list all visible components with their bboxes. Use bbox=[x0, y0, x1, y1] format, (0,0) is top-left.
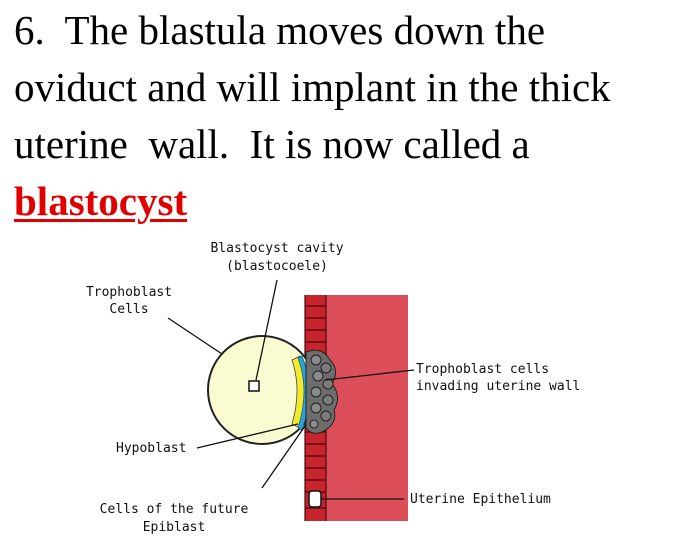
leader-lines bbox=[167, 279, 415, 500]
slide-text: 6. The blastula moves down the oviduct a… bbox=[14, 2, 689, 230]
label-uterine-epithelium: Uterine Epithelium bbox=[410, 492, 551, 507]
label-blastocoele: (blastocoele) bbox=[226, 259, 328, 274]
label-epiblast: Epiblast bbox=[143, 520, 206, 535]
label-trophoblast-cells: Cells bbox=[109, 302, 148, 317]
uterine-wall bbox=[326, 295, 408, 521]
epithelium-cell bbox=[308, 490, 322, 508]
label-hypoblast: Hypoblast bbox=[116, 441, 186, 456]
slide-line-1: 6. The blastula moves down the bbox=[14, 7, 546, 53]
label-trophoblast-invading: Trophoblast cells bbox=[416, 362, 549, 377]
blastocyst-term: blastocyst bbox=[14, 178, 188, 224]
label-blastocyst-cavity: Blastocyst cavity bbox=[210, 241, 343, 256]
label-trophoblast: Trophoblast bbox=[86, 285, 172, 300]
label-invading-uterine-wall: invading uterine wall bbox=[416, 379, 580, 394]
slide-line-2: oviduct and will implant in the thick bbox=[14, 64, 611, 110]
slide-line-3: uterine wall. It is now called a bbox=[14, 121, 530, 167]
cavity-cell bbox=[248, 380, 260, 392]
label-future-epiblast: Cells of the future bbox=[100, 502, 249, 517]
invading-trophoblast-cells bbox=[305, 349, 338, 434]
